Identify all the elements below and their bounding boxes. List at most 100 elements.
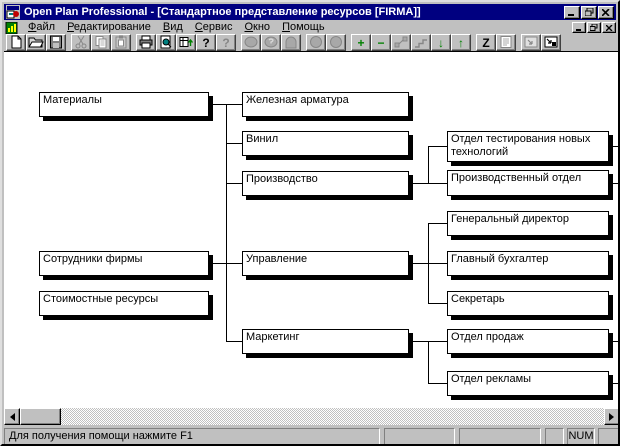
restore-icon — [590, 24, 598, 31]
fit-window-button[interactable] — [521, 34, 541, 51]
node-arch-button[interactable] — [281, 34, 301, 51]
move-up-button[interactable]: ↑ — [451, 34, 471, 51]
save-button[interactable] — [46, 34, 66, 51]
expand-window-button[interactable] — [541, 34, 561, 51]
status-panel-3 — [459, 428, 541, 444]
menu-service[interactable]: Сервис — [194, 21, 233, 33]
node-oval-button[interactable] — [241, 34, 261, 51]
resource-box-zheleznaya-armatura[interactable]: Железная арматура — [242, 92, 409, 117]
status-panel-4 — [545, 428, 564, 444]
resource-box-sotrudniki-firmy[interactable]: Сотрудники фирмы — [39, 251, 209, 276]
resource-box-stoimostnye-resursy[interactable]: Стоимостные ресурсы — [39, 291, 209, 316]
resource-box-label: Отдел тестирования новых технологий — [451, 133, 591, 158]
scroll-right-icon — [609, 412, 618, 421]
connector-line-v — [428, 146, 429, 184]
node-circle-b-icon — [328, 35, 344, 50]
resource-box-label: Главный бухгалтер — [451, 253, 549, 265]
menu-file[interactable]: Файл — [28, 21, 56, 33]
resource-box-label: Отдел рекламы — [451, 373, 532, 385]
connector-line-v — [226, 104, 227, 342]
resource-box-proizvodstvo[interactable]: Производство — [242, 171, 409, 196]
resource-box-generalnyy-direktor[interactable]: Генеральный директор — [447, 211, 609, 236]
outline-steps-button[interactable] — [411, 34, 431, 51]
scrollbar-thumb[interactable] — [20, 408, 61, 425]
print-icon — [138, 35, 154, 50]
resource-box-otdel-testirovaniya[interactable]: Отдел тестирования новых технологий — [447, 131, 609, 162]
notes-button[interactable] — [496, 34, 516, 51]
app-icon[interactable] — [6, 5, 20, 19]
menu-help[interactable]: Помощь — [282, 21, 325, 33]
horizontal-scrollbar[interactable] — [4, 408, 618, 425]
resource-box-materialy[interactable]: Материалы — [39, 92, 209, 117]
node-circle-b-button[interactable] — [326, 34, 346, 51]
node-circle-a-button[interactable] — [306, 34, 326, 51]
table-update-button[interactable] — [176, 34, 196, 51]
document-icon[interactable] — [5, 21, 19, 34]
node-oval-icon — [243, 35, 259, 50]
open-folder-button[interactable] — [26, 34, 46, 51]
resource-box-label: Генеральный директор — [451, 213, 569, 225]
diagram-canvas[interactable]: Материалы Сотрудники фирмы Стоимостные р… — [4, 52, 618, 408]
connector-line-offscreen — [611, 183, 618, 184]
minimize-button[interactable] — [564, 5, 580, 19]
resource-box-label: Управление — [246, 253, 308, 265]
cut-button[interactable] — [71, 34, 91, 51]
resource-box-marketing[interactable]: Маркетинг — [242, 329, 409, 354]
link-nodes-button[interactable] — [391, 34, 411, 51]
window-title: Open Plan Professional - [Стандартное пр… — [24, 6, 421, 18]
connector-line-h — [428, 303, 447, 304]
scroll-left-button[interactable] — [4, 408, 20, 425]
resource-box-upravlenie[interactable]: Управление — [242, 251, 409, 276]
move-down-button[interactable]: ↓ — [431, 34, 451, 51]
resource-box-otdel-prodazh[interactable]: Отдел продаж — [447, 329, 609, 354]
connector-line-h — [226, 183, 242, 184]
connector-line-v — [428, 341, 429, 384]
node-circle-a-icon — [308, 35, 324, 50]
new-document-icon — [8, 35, 24, 50]
resource-box-sekretar[interactable]: Секретарь — [447, 291, 609, 316]
menu-view[interactable]: Вид — [162, 21, 183, 33]
close-button[interactable] — [598, 5, 614, 19]
resource-box-label: Маркетинг — [246, 331, 300, 343]
menu-bar: Файл Редактирование Вид Сервис Окно Помо… — [4, 21, 616, 34]
print-preview-button[interactable] — [156, 34, 176, 51]
open-folder-icon — [28, 35, 44, 50]
title-bar: Open Plan Professional - [Стандартное пр… — [4, 4, 616, 20]
print-preview-icon — [158, 35, 174, 50]
close-icon — [605, 24, 613, 31]
resource-box-otdel-reklamy[interactable]: Отдел рекламы — [447, 371, 609, 396]
arrow-down-icon: ↓ — [438, 35, 444, 50]
resource-box-glavnyy-buhgalter[interactable]: Главный бухгалтер — [447, 251, 609, 276]
mdi-minimize-button[interactable] — [572, 22, 586, 33]
cut-icon — [73, 35, 89, 50]
mdi-restore-button[interactable] — [587, 22, 601, 33]
context-help-icon: ? — [222, 35, 230, 50]
resource-box-vinil[interactable]: Винил — [242, 131, 409, 156]
node-oval-query-button[interactable] — [261, 34, 281, 51]
resource-box-label: Материалы — [43, 94, 102, 106]
print-button[interactable] — [136, 34, 156, 51]
resource-box-proizvodstvennyy-otdel[interactable]: Производственный отдел — [447, 170, 609, 196]
menu-edit[interactable]: Редактирование — [67, 21, 151, 33]
num-lock-label: NUM — [568, 430, 594, 442]
copy-button[interactable] — [91, 34, 111, 51]
toolbar: ? ? + − ↓ ↑ Z — [4, 34, 618, 52]
scroll-right-button[interactable] — [604, 408, 618, 425]
context-help-button[interactable]: ? — [216, 34, 236, 51]
resource-box-label: Производственный отдел — [451, 172, 582, 184]
paste-button[interactable] — [111, 34, 131, 51]
help-button[interactable]: ? — [196, 34, 216, 51]
new-document-button[interactable] — [6, 34, 26, 51]
connector-line-h — [409, 183, 447, 184]
resource-box-label: Производство — [246, 173, 318, 185]
paste-icon — [113, 35, 129, 50]
connector-line-h — [409, 263, 447, 264]
zigzag-sort-button[interactable]: Z — [476, 34, 496, 51]
expand-plus-button[interactable]: + — [351, 34, 371, 51]
mdi-close-button[interactable] — [602, 22, 616, 33]
num-lock-indicator: NUM — [567, 428, 595, 444]
collapse-minus-button[interactable]: − — [371, 34, 391, 51]
menu-window[interactable]: Окно — [244, 21, 271, 33]
restore-button[interactable] — [581, 5, 597, 19]
connector-line-h — [226, 341, 242, 342]
